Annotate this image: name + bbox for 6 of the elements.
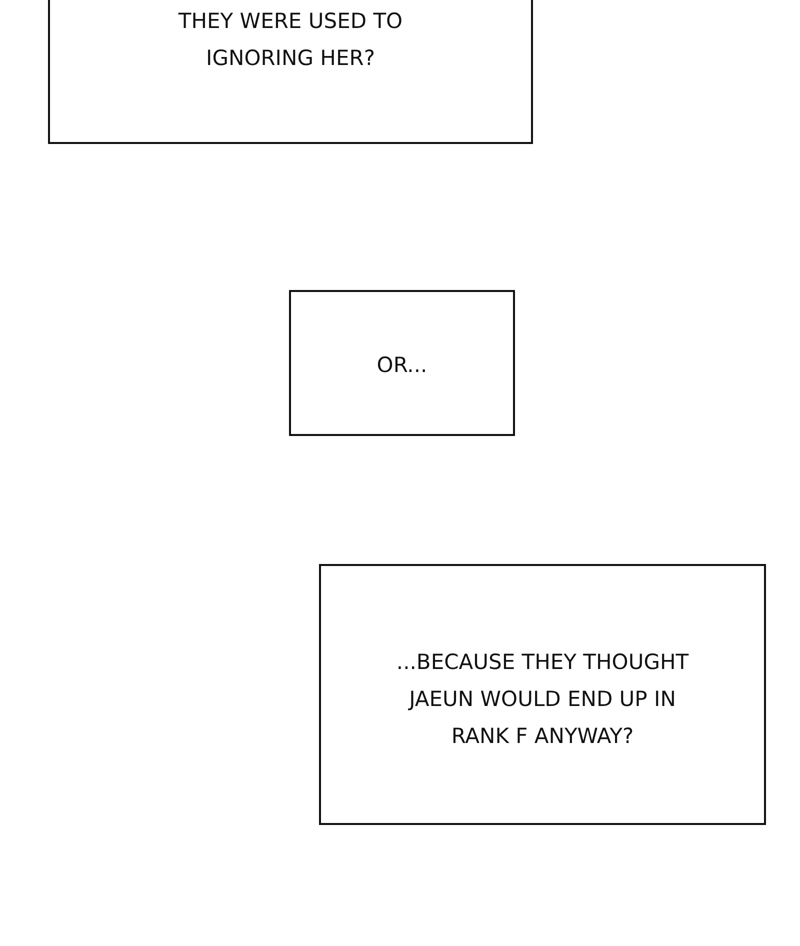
caption-text: THEY WERE USED TO IGNORING HER? (177, 8, 404, 72)
caption-box (48, 0, 533, 144)
caption-box (289, 290, 515, 436)
caption-text: ...BECAUSE THEY THOUGHT JAEUN WOULD END UP IN RANK F ANYWAY? (395, 649, 690, 750)
caption-text: OR... (376, 352, 428, 379)
caption-box (319, 564, 766, 825)
